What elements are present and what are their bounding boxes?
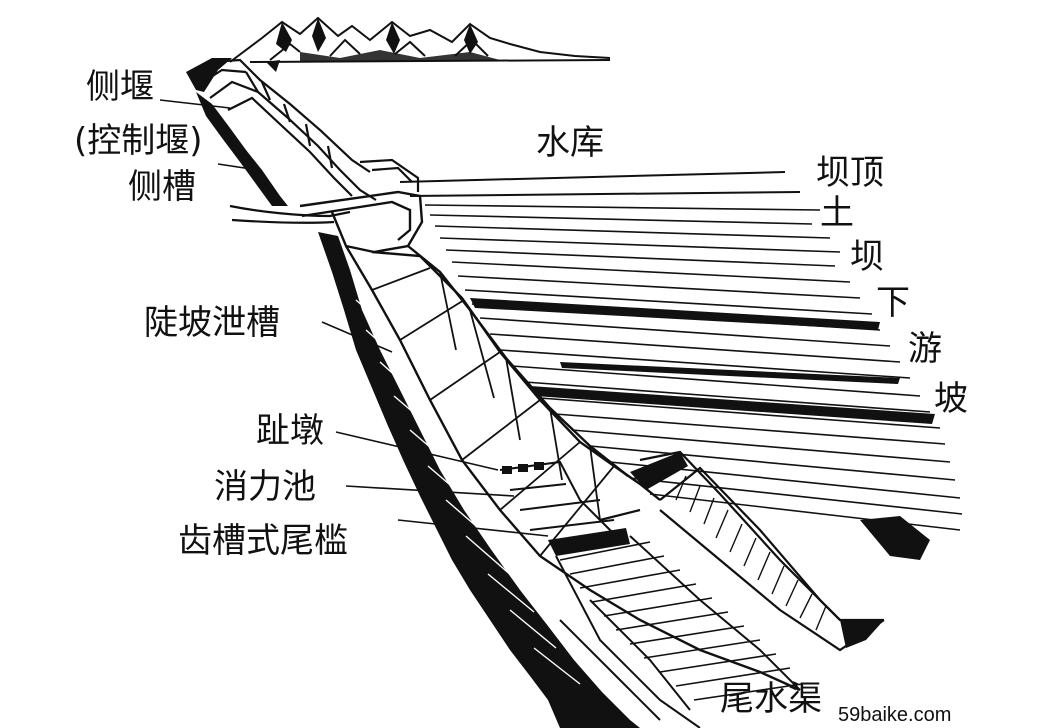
leader-stilling-basin (345, 485, 515, 497)
label-dam-downstream-slope: 土 坝 下 游 坡 (820, 196, 980, 436)
lower-channel-lines (559, 599, 691, 721)
label-stilling-basin: 消力池 (214, 467, 316, 507)
tailrace-hatching (559, 541, 803, 701)
label-side-channel: 侧槽 (128, 167, 196, 207)
reservoir-surface (399, 171, 801, 197)
label-reservoir: 水库 (536, 123, 604, 163)
vertical-char: 坝 (850, 237, 884, 277)
label-control-weir: (控制堰) (74, 121, 203, 161)
mountain-shading (276, 18, 500, 62)
leader-end-sill (397, 519, 549, 537)
toe-piers (502, 462, 544, 474)
tailrace-floor (555, 535, 801, 728)
leader-side-channel (217, 163, 259, 171)
dam-crest-road (359, 158, 420, 192)
right-wing-wall-hatching (675, 475, 827, 631)
dam-slope-dark-bands (470, 298, 935, 424)
label-dam-crest: 坝顶 (816, 153, 884, 193)
label-toe-pier: 趾墩 (256, 411, 324, 451)
left-hillside (318, 232, 640, 728)
left-hillside-lines (355, 299, 581, 685)
leader-lines (159, 99, 549, 537)
right-wing-wall-dark (630, 452, 930, 648)
vertical-char: 下 (876, 283, 910, 323)
side-weir-dark (186, 58, 288, 206)
vertical-char: 游 (908, 329, 942, 369)
watermark: 59baike.com (836, 704, 954, 726)
label-tailrace-channel: 尾水渠 (720, 679, 822, 719)
label-steep-chute: 陡坡泄槽 (144, 303, 280, 343)
stilling-basin (499, 460, 621, 541)
leader-side-weir (159, 99, 231, 109)
leader-steep-chute (321, 321, 393, 353)
dam-downstream-slope-hatching (424, 204, 963, 531)
leader-toe-pier (335, 431, 499, 471)
vertical-char: 坡 (934, 379, 968, 419)
label-dentated-end-sill: 齿槽式尾槛 (178, 521, 348, 561)
label-side-weir: 侧堰 (86, 67, 154, 107)
dentated-end-sill (548, 528, 630, 556)
vertical-char: 土 (820, 193, 854, 233)
